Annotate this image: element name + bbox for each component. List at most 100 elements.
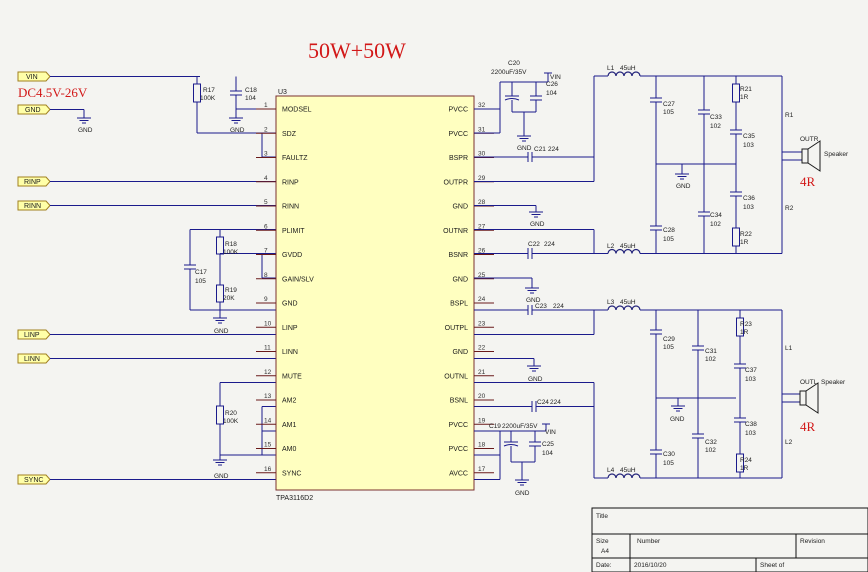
l2-val: 45uH bbox=[620, 243, 636, 250]
c34-val: 102 bbox=[710, 221, 721, 228]
pin-number: 13 bbox=[264, 393, 272, 400]
c30-val: 105 bbox=[663, 460, 674, 467]
pin-number: 31 bbox=[478, 126, 486, 133]
speaker-right-impedance: 4R bbox=[800, 174, 816, 189]
pin-name: LINP bbox=[282, 325, 298, 332]
r17-ref: R17 bbox=[203, 87, 215, 94]
tb-revision-label: Revision bbox=[800, 538, 825, 545]
pin-number: 1 bbox=[264, 102, 268, 109]
c18-ref: C18 bbox=[245, 87, 257, 94]
resistor-r20: GND R20 100K bbox=[213, 382, 276, 480]
port-sync-label: SYNC bbox=[24, 477, 43, 484]
pin-number: 20 bbox=[478, 393, 486, 400]
speaker-left-impedance: 4R bbox=[800, 419, 816, 434]
r18-val: 100K bbox=[223, 249, 239, 256]
c35-ref: C35 bbox=[743, 133, 755, 140]
speaker-left-name: OUTL bbox=[800, 379, 818, 386]
pin-name: SDZ bbox=[282, 131, 297, 138]
c25-val: 104 bbox=[542, 450, 553, 457]
pin-name: RINP bbox=[282, 179, 299, 186]
pin-name: GND bbox=[282, 301, 298, 308]
gnd-c18-label: GND bbox=[230, 127, 245, 134]
pin-number: 22 bbox=[478, 345, 486, 352]
gnd-r19-label: GND bbox=[214, 328, 229, 335]
pin-number: 19 bbox=[478, 417, 486, 424]
pin-name: PLIMIT bbox=[282, 228, 305, 235]
gnd-pin22-label: GND bbox=[528, 376, 543, 383]
output-filter-left: L3 45uH L4 45uH C29 105 C30 105 C31 102 … bbox=[594, 299, 793, 479]
port-gnd-label: GND bbox=[25, 107, 41, 114]
capacitor-c17: C17 105 bbox=[184, 229, 276, 311]
tb-size-label: Size bbox=[596, 538, 609, 545]
pin-number: 8 bbox=[264, 272, 268, 279]
pin-number: 7 bbox=[264, 248, 268, 255]
capacitor-c18: GND C18 104 bbox=[229, 76, 276, 134]
c19-val: 2200uF/35V bbox=[502, 423, 538, 430]
capacitor-c23: C23 224 bbox=[474, 303, 594, 315]
c26-val: 104 bbox=[546, 90, 557, 97]
c27-val: 105 bbox=[663, 109, 674, 116]
c23-ref: C23 bbox=[535, 303, 547, 310]
title-block: Title Size A4 Number Revision Date: 2016… bbox=[591, 507, 868, 572]
r20-ref: R20 bbox=[225, 410, 237, 417]
tb-number-label: Number bbox=[637, 538, 661, 545]
tb-size-value: A4 bbox=[601, 548, 609, 555]
net-l1: L1 bbox=[785, 345, 793, 352]
pin-name: OUTPL bbox=[445, 325, 468, 332]
c33-ref: C33 bbox=[710, 114, 722, 121]
port-linn: LINN bbox=[17, 353, 276, 364]
r19-ref: R19 bbox=[225, 287, 237, 294]
pin-name: BSPL bbox=[450, 301, 468, 308]
vin-net-bottom: VIN bbox=[545, 429, 556, 436]
supply-voltage-label: DC4.5V-26V bbox=[18, 85, 88, 100]
pin-number: 4 bbox=[264, 175, 268, 182]
c35-val: 103 bbox=[743, 142, 754, 149]
capacitor-c22: C22 224 bbox=[474, 241, 608, 259]
pin-number: 24 bbox=[478, 296, 486, 303]
c22-val: 224 bbox=[544, 241, 555, 248]
r19-val: 20K bbox=[223, 295, 235, 302]
net-r1: R1 bbox=[785, 112, 794, 119]
chip-left-pins: 1MODSEL2SDZ3FAULTZ4RINP5RINN6PLIMIT7GVDD… bbox=[256, 102, 314, 477]
l4-ref: L4 bbox=[607, 467, 615, 474]
c34-ref: C34 bbox=[710, 212, 722, 219]
c31-ref: C31 bbox=[705, 348, 717, 355]
pin-number: 30 bbox=[478, 151, 486, 158]
pin-number: 15 bbox=[264, 442, 272, 449]
output-filter-right: L1 45uH L2 45uH C27 105 C28 105 C33 102 … bbox=[594, 65, 794, 254]
tb-sheet-label: Sheet of bbox=[760, 562, 784, 569]
speaker-right-label: Speaker bbox=[824, 151, 849, 158]
power-top-network: GND C20 2200uF/35V C26 104 VIN bbox=[474, 60, 561, 152]
pin-number: 23 bbox=[478, 320, 486, 327]
tb-title-label: Title bbox=[596, 513, 608, 520]
resistor-r19: GND R19 20K bbox=[213, 253, 276, 335]
schematic-title: 50W+50W bbox=[308, 38, 406, 63]
pin-name: OUTNL bbox=[444, 373, 468, 380]
gnd-c20-label: GND bbox=[517, 145, 532, 152]
port-rinn-label: RINN bbox=[24, 203, 41, 210]
port-linp-label: LINP bbox=[24, 332, 40, 339]
pin-name: BSPR bbox=[449, 155, 468, 162]
pin-number: 26 bbox=[478, 248, 486, 255]
amplifier-chip: U3 TPA3116D2 1MODSEL2SDZ3FAULTZ4RINP5RIN… bbox=[256, 89, 494, 502]
gnd-pin28-label: GND bbox=[530, 221, 545, 228]
pin-number: 18 bbox=[478, 442, 486, 449]
capacitor-c24: C24 224 bbox=[474, 399, 594, 412]
r20-val: 100K bbox=[223, 418, 239, 425]
c28-ref: C28 bbox=[663, 227, 675, 234]
c33-val: 102 bbox=[710, 123, 721, 130]
c37-ref: C37 bbox=[745, 367, 757, 374]
c36-ref: C36 bbox=[743, 195, 755, 202]
